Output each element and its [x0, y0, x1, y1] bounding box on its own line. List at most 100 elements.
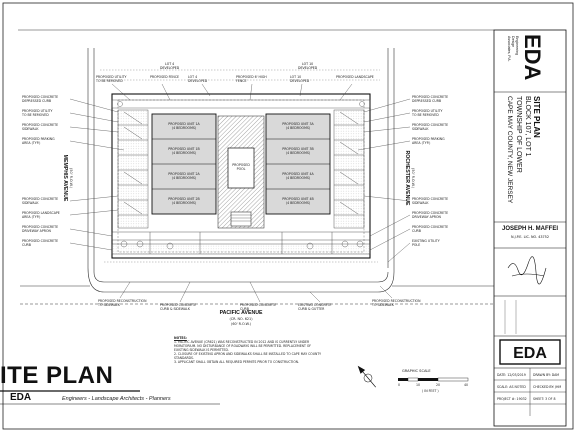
graphic-scale-label: GRAPHIC SCALE: [402, 369, 431, 373]
tb-date: DATE: 12/03/2019: [497, 373, 526, 377]
north-arrow-icon: [357, 365, 376, 388]
notes-block: NOTES: 1. PACIFIC AVENUE (CR621) WAS REC…: [174, 336, 324, 364]
tb-rows: DATE: 12/03/2019 DRAWN BY: DAM SCALE: AS…: [497, 373, 561, 401]
tb-prepared-by: JOSEPH H. MAFFEI: [501, 226, 558, 232]
scale-tick: 10: [416, 383, 420, 387]
unit-sub: (4 BEDROOMS): [172, 201, 196, 205]
tb-scale: SCALE: AS NOTED: [497, 385, 526, 389]
tb-signature: [507, 256, 547, 285]
callout-top-2: PROPOSED FENCE: [150, 75, 179, 79]
unit-label: PROPOSED UNIT 3A: [282, 122, 314, 126]
landscaping: [117, 101, 365, 250]
unit-label: PROPOSED UNIT 1A: [168, 122, 200, 126]
property-line: [111, 93, 371, 259]
unit-label: PROPOSED UNIT 4A: [282, 172, 314, 176]
unit-label: PROPOSED UNIT 2B: [168, 197, 199, 201]
tb-logo: EDA: [520, 34, 545, 81]
lot-4-label: LOT 4 DEVELOPED: [160, 62, 180, 70]
unit-sub: (4 BEDROOMS): [286, 126, 310, 130]
unit-label: PROPOSED UNIT 2A: [168, 172, 200, 176]
tb-project: PROJECT #: 19032: [497, 397, 527, 401]
parking-left: [117, 109, 149, 229]
front-sidewalk: [111, 231, 371, 255]
street-labels: PACIFIC AVENUE (CR. NO. 621) (60' R.O.W.…: [62, 150, 415, 326]
tb-stamp-logo: EDA: [513, 345, 547, 362]
unit-sub: (4 BEDROOMS): [286, 201, 310, 205]
tb-municipality: TOWNSHIP OF LOWER: [515, 96, 522, 173]
tb-license: N.J.P.E. LIC. NO. 43752: [510, 235, 549, 239]
unit-sub: (4 BEDROOMS): [286, 176, 310, 180]
unit-sub: (4 BEDROOMS): [286, 151, 310, 155]
tb-block-lot: BLOCK 107, LOT 1: [524, 96, 531, 157]
building-right: [265, 113, 331, 215]
note-item: 1. PACIFIC AVENUE (CR621) WAS RECONSTRUC…: [174, 340, 312, 352]
tb-firm-logo-block: EDA: [519, 34, 545, 80]
leaders: [69, 83, 411, 303]
unit-sub: (4 BEDROOMS): [172, 151, 196, 155]
building-left: [151, 113, 217, 215]
street-rochester: ROCHESTER AVENUE: [404, 150, 410, 206]
unit-label: PROPOSED UNIT 4B: [282, 197, 313, 201]
scale-tick: 40: [464, 383, 468, 387]
unit-labels: PROPOSED UNIT 1A (4 BEDROOMS) PROPOSED U…: [168, 122, 314, 205]
unit-sub: (4 BEDROOMS): [172, 176, 196, 180]
street-pacific: PACIFIC AVENUE: [220, 310, 263, 316]
tb-drawn: DRAWN BY: DAM: [533, 373, 559, 377]
note-item: 2. CLOSURE OF EXISTING APRON AND SIDEWAL…: [174, 352, 322, 360]
lot-10-label: LOT 10 DEVELOPED: [298, 62, 318, 70]
unit-label: PROPOSED UNIT 3B: [282, 147, 313, 151]
parking-right: [333, 109, 365, 229]
street-memphis-sub: (50' R.O.W.): [69, 168, 73, 189]
firm-name: EDA: [10, 392, 32, 403]
note-item: 3. APPLICANT SHALL OBTAIN ALL REQUIRED P…: [174, 360, 300, 364]
firm-disciplines: Engineers - Landscape Architects - Plann…: [62, 396, 171, 402]
street-pacific-sub2: (60' R.O.W.): [231, 322, 252, 326]
street-lines: [20, 48, 494, 305]
tb-sheet: SHEET: 3 OF 8: [533, 397, 556, 401]
tb-logo-sub: Engineering Design Associates, P.A.: [507, 36, 519, 62]
scale-units: ( IN FEET ): [422, 389, 439, 393]
callout-top-6: PROPOSED LANDSCAPE: [336, 75, 374, 79]
scale-tick: 20: [436, 383, 440, 387]
tb-checked: CHECKED BY: JHM: [533, 385, 561, 389]
courtyard: [217, 115, 265, 229]
unit-label: PROPOSED UNIT 1B: [168, 147, 199, 151]
graphic-scale-bar: 0 10 20 40 ( IN FEET ): [398, 377, 469, 393]
scale-tick: 0: [398, 383, 400, 387]
street-rochester-sub: (50' R.O.W.): [411, 168, 415, 189]
tb-sheet-title: SITE PLAN: [532, 96, 541, 138]
unit-sub: (4 BEDROOMS): [172, 126, 196, 130]
tb-county: CAPE MAY COUNTY, NEW JERSEY: [506, 96, 513, 204]
street-memphis: MEMPHIS AVENUE: [62, 155, 68, 202]
